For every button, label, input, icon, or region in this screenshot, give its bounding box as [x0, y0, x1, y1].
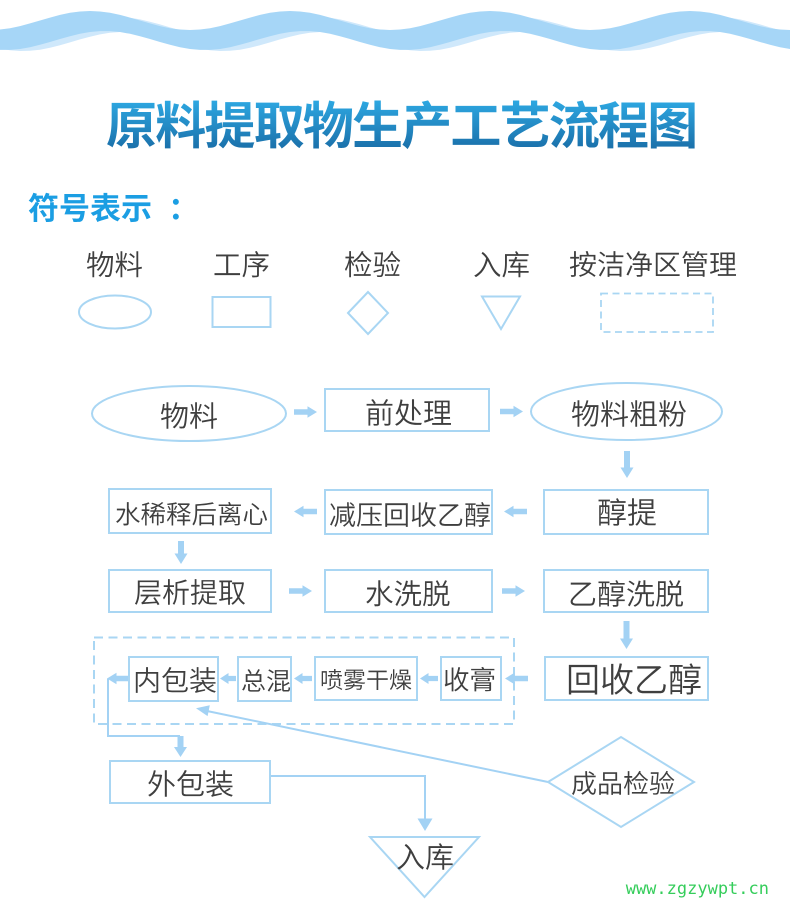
node-label-water-elute: [325, 570, 492, 612]
legend-label-material: [54, 249, 174, 279]
cjk-glyphs: [147, 769, 233, 797]
legend-label-process: [181, 249, 301, 279]
node-label-coarse: [531, 384, 722, 439]
cjk-glyphs: [115, 502, 267, 526]
cjk-glyphs: [569, 251, 737, 277]
node-label-spray-dry: [315, 657, 417, 700]
cjk-glyphs: [329, 501, 490, 527]
node-shape-storage: [367, 836, 482, 899]
node-label-alcohol-extract: [544, 490, 708, 534]
node-shape-water-elute: [324, 569, 493, 613]
node-label-pretreat: [325, 389, 489, 431]
clean-area-box: [93, 636, 515, 725]
cjk-glyphs: [570, 579, 684, 607]
legend-shape-triangle: [480, 295, 522, 331]
arrow-waterelute-ethanolelute: [502, 585, 525, 597]
node-shape-alcohol-extract: [543, 489, 709, 535]
arrow-innerpack-exit: [107, 672, 129, 685]
node-shape-dilute-centrifuge: [108, 488, 272, 534]
connector-inspection-innerpack: [206, 710, 549, 783]
watermark-url: www.zgzywpt.cn: [625, 879, 769, 899]
cjk-glyphs: [214, 250, 269, 278]
node-label-collect-paste: [441, 657, 501, 700]
legend-heading: [28, 189, 328, 225]
connector-outerpack-storage-arrowhead: [417, 818, 433, 831]
legend-label-inspection: [312, 249, 432, 279]
arrow-dilute-chroma: [174, 541, 188, 564]
cjk-glyphs: [28, 192, 179, 222]
arrow-blend-innerpack: [220, 673, 236, 684]
legend-shape-dashed-rect: [600, 292, 714, 333]
cjk-glyphs: [134, 579, 246, 606]
arrow-pretreat-coarse: [500, 405, 523, 418]
arrow-paste-spray: [420, 673, 438, 684]
wave-main-band: [0, 11, 790, 50]
cjk-glyphs: [321, 669, 412, 691]
arrow-alcohol-recovery: [504, 505, 527, 518]
cjk-glyphs: [135, 667, 216, 693]
node-shape-chroma-extract: [108, 569, 272, 613]
cjk-glyphs: [473, 250, 529, 278]
node-shape-inspection: [546, 735, 696, 829]
connector-outerpack-storage: [270, 775, 426, 820]
connector-innerpack-outerpack: [107, 678, 180, 737]
page-title: [0, 95, 790, 153]
node-label-chroma-extract: [109, 570, 271, 612]
legend-shape-ellipse: [78, 294, 152, 330]
arrow-ethanolelute-recover: [620, 621, 633, 649]
arrow-material-pretreat: [294, 406, 317, 418]
arrow-spray-blend: [294, 673, 312, 684]
arrow-recovery-dilute: [294, 505, 317, 518]
legend-shape-diamond: [346, 290, 390, 336]
node-shape-material: [91, 385, 287, 442]
node-shape-outer-pack: [109, 760, 271, 804]
cjk-glyphs: [107, 99, 696, 149]
node-label-dilute-centrifuge: [109, 489, 271, 533]
legend-label-storage: [441, 249, 561, 279]
legend-shape-rect: [211, 296, 272, 328]
node-label-recover-ethanol: [545, 657, 708, 700]
arrow-coarse-alcohol: [620, 451, 634, 478]
cjk-glyphs: [241, 668, 290, 692]
node-label-storage: [370, 838, 479, 874]
node-label-inner-pack: [129, 657, 218, 701]
cjk-glyphs: [344, 250, 400, 278]
arrow-recover-paste: [505, 672, 528, 685]
node-label-material: [92, 386, 286, 441]
cjk-glyphs: [160, 402, 217, 429]
cjk-glyphs: [86, 250, 142, 278]
cjk-glyphs: [571, 770, 675, 796]
cjk-glyphs: [396, 842, 453, 870]
node-label-total-blend: [238, 657, 291, 701]
node-label-outer-pack: [110, 761, 270, 803]
node-label-ethanol-elute: [544, 570, 708, 612]
node-label-inspection: [548, 737, 694, 827]
legend-label-cleanarea: [553, 249, 753, 279]
arrow-into-outerpack: [174, 736, 187, 757]
cjk-glyphs: [568, 662, 701, 695]
cjk-glyphs: [598, 498, 657, 526]
connector-inspection-innerpack-arrowhead: [196, 705, 210, 717]
wave-banner: [0, 11, 790, 51]
cjk-glyphs: [366, 398, 451, 426]
arrow-chroma-waterelute: [289, 585, 312, 597]
cjk-glyphs: [444, 667, 494, 692]
node-label-vacuum-recovery: [325, 490, 492, 534]
cjk-glyphs: [365, 579, 450, 607]
cjk-glyphs: [571, 400, 686, 427]
